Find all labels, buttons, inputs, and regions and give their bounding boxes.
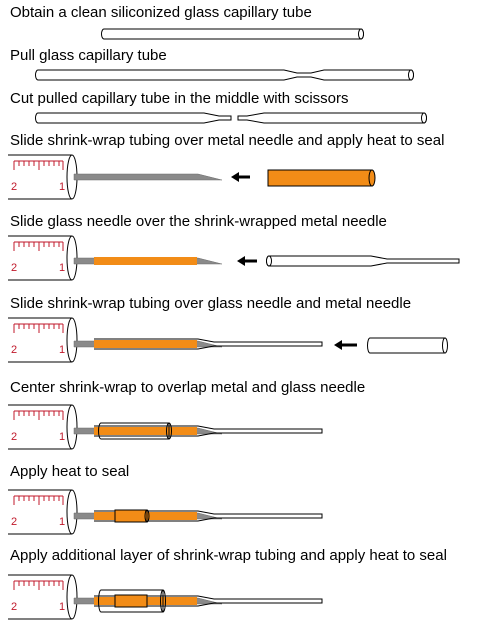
sealed-shrink-wrap <box>94 427 197 435</box>
glass-needle <box>94 425 323 437</box>
heat-sealed-shrink-wrap <box>114 509 150 523</box>
syringe-scale: 2 1 <box>8 574 78 620</box>
glass-needle <box>94 510 323 522</box>
cut-tube-right-half <box>237 112 427 124</box>
scale-number-left: 2 <box>11 344 17 356</box>
scale-number-left: 2 <box>11 601 17 613</box>
step-9-label: Apply additional layer of shrink-wrap tu… <box>10 547 447 564</box>
sealed-shrink-wrap <box>94 257 197 265</box>
step-4-label: Slide shrink-wrap tubing over metal need… <box>10 132 445 149</box>
scale-number-right: 1 <box>59 181 65 193</box>
syringe-scale: 2 1 <box>8 154 78 200</box>
cut-tube-left-half <box>35 112 232 124</box>
left-arrow-icon <box>237 256 257 266</box>
shrink-wrap-tube <box>267 169 376 187</box>
glass-needle <box>94 338 323 350</box>
step-3-label: Cut pulled capillary tube in the middle … <box>10 90 349 107</box>
step-6-label: Slide shrink-wrap tubing over glass need… <box>10 295 412 312</box>
step-7-label: Center shrink-wrap to overlap metal and … <box>10 379 366 396</box>
heat-sealed-shrink-wrap <box>114 594 148 608</box>
syringe-scale: 2 1 <box>8 489 78 535</box>
scale-number-right: 1 <box>59 262 65 274</box>
shrink-wrap-tube <box>367 337 448 354</box>
scale-number-right: 1 <box>59 344 65 356</box>
scale-number-right: 1 <box>59 516 65 528</box>
step-2-label: Pull glass capillary tube <box>10 47 167 64</box>
step-8-label: Apply heat to seal <box>10 463 130 480</box>
metal-needle <box>73 173 223 181</box>
step-1-label: Obtain a clean siliconized glass capilla… <box>10 4 312 21</box>
syringe-scale: 2 1 <box>8 235 78 281</box>
syringe-scale: 2 1 <box>8 404 78 450</box>
scale-number-right: 1 <box>59 601 65 613</box>
syringe-scale: 2 1 <box>8 317 78 363</box>
scale-number-left: 2 <box>11 181 17 193</box>
left-arrow-icon <box>334 340 357 350</box>
glass-needle <box>94 595 323 607</box>
left-arrow-icon <box>231 172 250 182</box>
scale-number-right: 1 <box>59 431 65 443</box>
pulled-capillary-tube <box>35 69 414 81</box>
sealed-shrink-wrap <box>94 340 197 348</box>
scale-number-left: 2 <box>11 262 17 274</box>
step-5-label: Slide glass needle over the shrink-wrapp… <box>10 213 387 230</box>
scale-number-left: 2 <box>11 431 17 443</box>
centered-shrink-wrap <box>98 422 172 440</box>
glass-needle <box>266 255 460 267</box>
scale-number-left: 2 <box>11 516 17 528</box>
additional-shrink-wrap-layer <box>98 589 166 613</box>
capillary-tube <box>101 28 364 40</box>
